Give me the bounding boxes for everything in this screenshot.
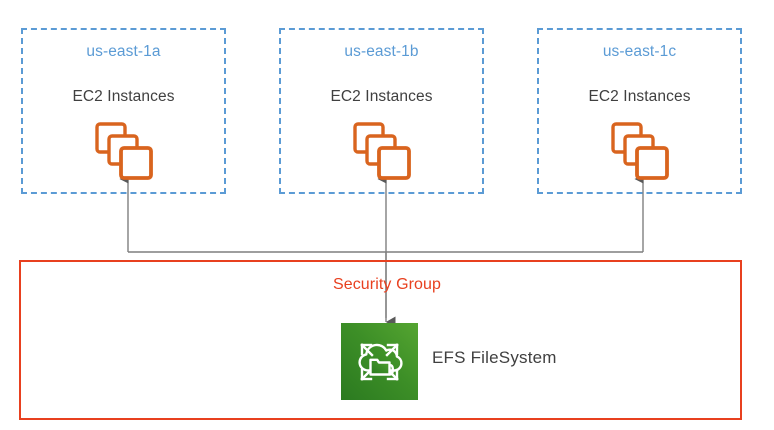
ec2-instances-icon[interactable] bbox=[351, 120, 413, 182]
security-group-label: Security Group bbox=[332, 276, 442, 293]
security-group-box[interactable] bbox=[19, 260, 742, 420]
efs-filesystem-label: EFS FileSystem bbox=[432, 348, 557, 367]
efs-filesystem-icon[interactable] bbox=[341, 323, 418, 400]
ec2-instances-label: EC2 Instances bbox=[588, 88, 691, 105]
availability-zone-box[interactable]: us-east-1b EC2 Instances bbox=[279, 28, 484, 194]
ec2-instances-label: EC2 Instances bbox=[330, 88, 433, 105]
availability-zone-label: us-east-1c bbox=[602, 43, 677, 60]
ec2-instances-icon[interactable] bbox=[609, 120, 671, 182]
ec2-instances-label: EC2 Instances bbox=[72, 88, 175, 105]
availability-zone-box[interactable]: us-east-1a EC2 Instances bbox=[21, 28, 226, 194]
availability-zone-box[interactable]: us-east-1c EC2 Instances bbox=[537, 28, 742, 194]
availability-zone-label: us-east-1b bbox=[344, 43, 419, 60]
ec2-instances-icon[interactable] bbox=[93, 120, 155, 182]
availability-zone-label: us-east-1a bbox=[86, 43, 161, 60]
